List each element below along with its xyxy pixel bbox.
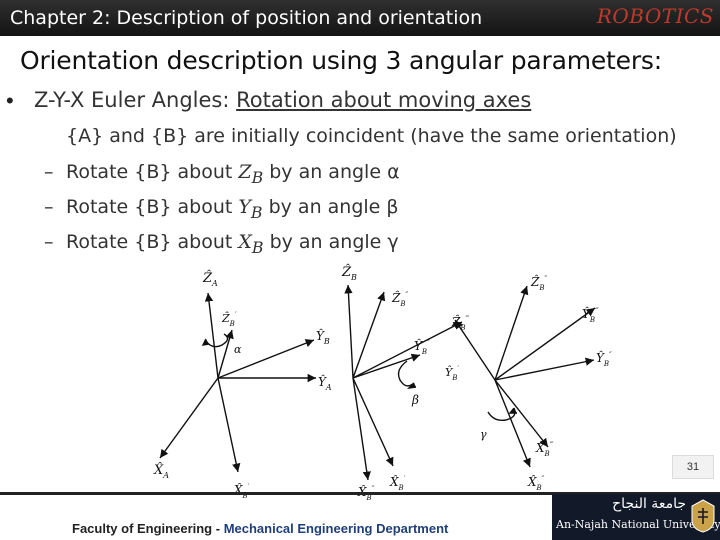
sub-item-rotate-z: –Rotate {B} about ZB by an angle α <box>44 161 400 187</box>
dash-icon: – <box>44 196 54 218</box>
sub-item-post: by an angle γ <box>263 231 399 253</box>
label-y-b-triple-prime: ŶB‴ <box>582 306 599 324</box>
frame-1-axes <box>159 292 316 473</box>
frame-3-axes <box>454 285 596 468</box>
label-z-b: ẐB <box>341 264 357 282</box>
sub-item-text: {A} and {B} are initially coincident (ha… <box>66 125 677 147</box>
z-hat-axis: ZB <box>238 161 264 187</box>
label-gamma: γ <box>480 428 487 441</box>
label-x-a: X̂A <box>153 462 169 480</box>
sub-item-post: by an angle α <box>263 161 400 183</box>
logo-english-text: An-Najah National University <box>556 518 720 531</box>
euler-angles-bullet: Z-Y-X Euler Angles: Rotation about movin… <box>34 88 531 112</box>
label-y-b-double-prime: ŶB″ <box>414 338 430 356</box>
university-logo: جامعة النجاح An-Najah National Universit… <box>552 494 720 540</box>
robotics-brand: ROBOTICS <box>596 4 714 28</box>
label-z-a: ẐA <box>202 270 218 288</box>
label-x-b-prime-2: X̂B′ <box>389 474 406 492</box>
sub-item-rotate-x: –Rotate {B} about XB by an angle γ <box>44 231 399 257</box>
label-x-b-double-prime-2: X̂B″ <box>357 484 375 502</box>
label-z-b-triple-prime: ẐB‴ <box>451 314 470 332</box>
label-x-b-prime: X̂B′ <box>233 482 250 500</box>
label-y-b-prime: ŶB′ <box>445 365 459 382</box>
label-beta: β <box>411 393 419 407</box>
label-x-b-triple-prime: X̂B‴ <box>535 440 554 458</box>
sub-item-rotate-y: –Rotate {B} about YB by an angle β <box>44 196 399 222</box>
sub-item-coincident: {A} and {B} are initially coincident (ha… <box>44 125 677 147</box>
university-emblem-icon <box>691 499 715 533</box>
page-number: 31 <box>672 455 714 479</box>
bullet-prefix: Z-Y-X Euler Angles: <box>34 88 237 112</box>
x-hat-axis: XB <box>238 231 264 257</box>
chapter-title: Chapter 2: Description of position and o… <box>10 7 483 29</box>
label-z-b-double-prime: ẐB″ <box>391 290 409 308</box>
label-y-a: ŶA <box>318 374 332 392</box>
footer-faculty: Faculty of Engineering - <box>72 521 224 536</box>
label-z-b-prime: ẐB′ <box>221 311 237 328</box>
label-alpha: α <box>234 343 242 356</box>
euler-rotation-diagram: ẐA ẐB′ α ŶB ŶA X̂A X̂B′ ẐB ẐB″ ŶB″ ŶB′ β… <box>153 264 612 502</box>
dash-icon: – <box>44 231 54 253</box>
slide-header: Chapter 2: Description of position and o… <box>0 0 720 36</box>
footer-divider <box>0 492 720 495</box>
frame-2-axes <box>344 284 463 481</box>
label-x-b-double-prime-3: X̂B″ <box>527 474 545 492</box>
sub-item-pre: Rotate {B} about <box>66 231 239 253</box>
label-z-b-double-prime-3: ẐB″ <box>530 274 548 292</box>
dash-icon: – <box>44 161 54 183</box>
y-hat-axis: YB <box>238 196 263 222</box>
sub-item-pre: Rotate {B} about <box>66 196 239 218</box>
logo-arabic-text: جامعة النجاح <box>612 496 686 512</box>
sub-item-pre: Rotate {B} about <box>66 161 239 183</box>
label-y-b-double-prime-3: ŶB″ <box>596 350 612 368</box>
dash-icon <box>44 125 66 147</box>
slide-title: Orientation description using 3 angular … <box>20 46 662 75</box>
bullet-underlined: Rotation about moving axes <box>236 88 532 112</box>
sub-item-post: by an angle β <box>262 196 399 218</box>
bullet-icon: • <box>6 88 14 113</box>
footer-department: Mechanical Engineering Department <box>223 521 449 536</box>
label-y-b: ŶB <box>316 328 330 346</box>
footer-text: Faculty of Engineering - Mechanical Engi… <box>72 521 448 536</box>
